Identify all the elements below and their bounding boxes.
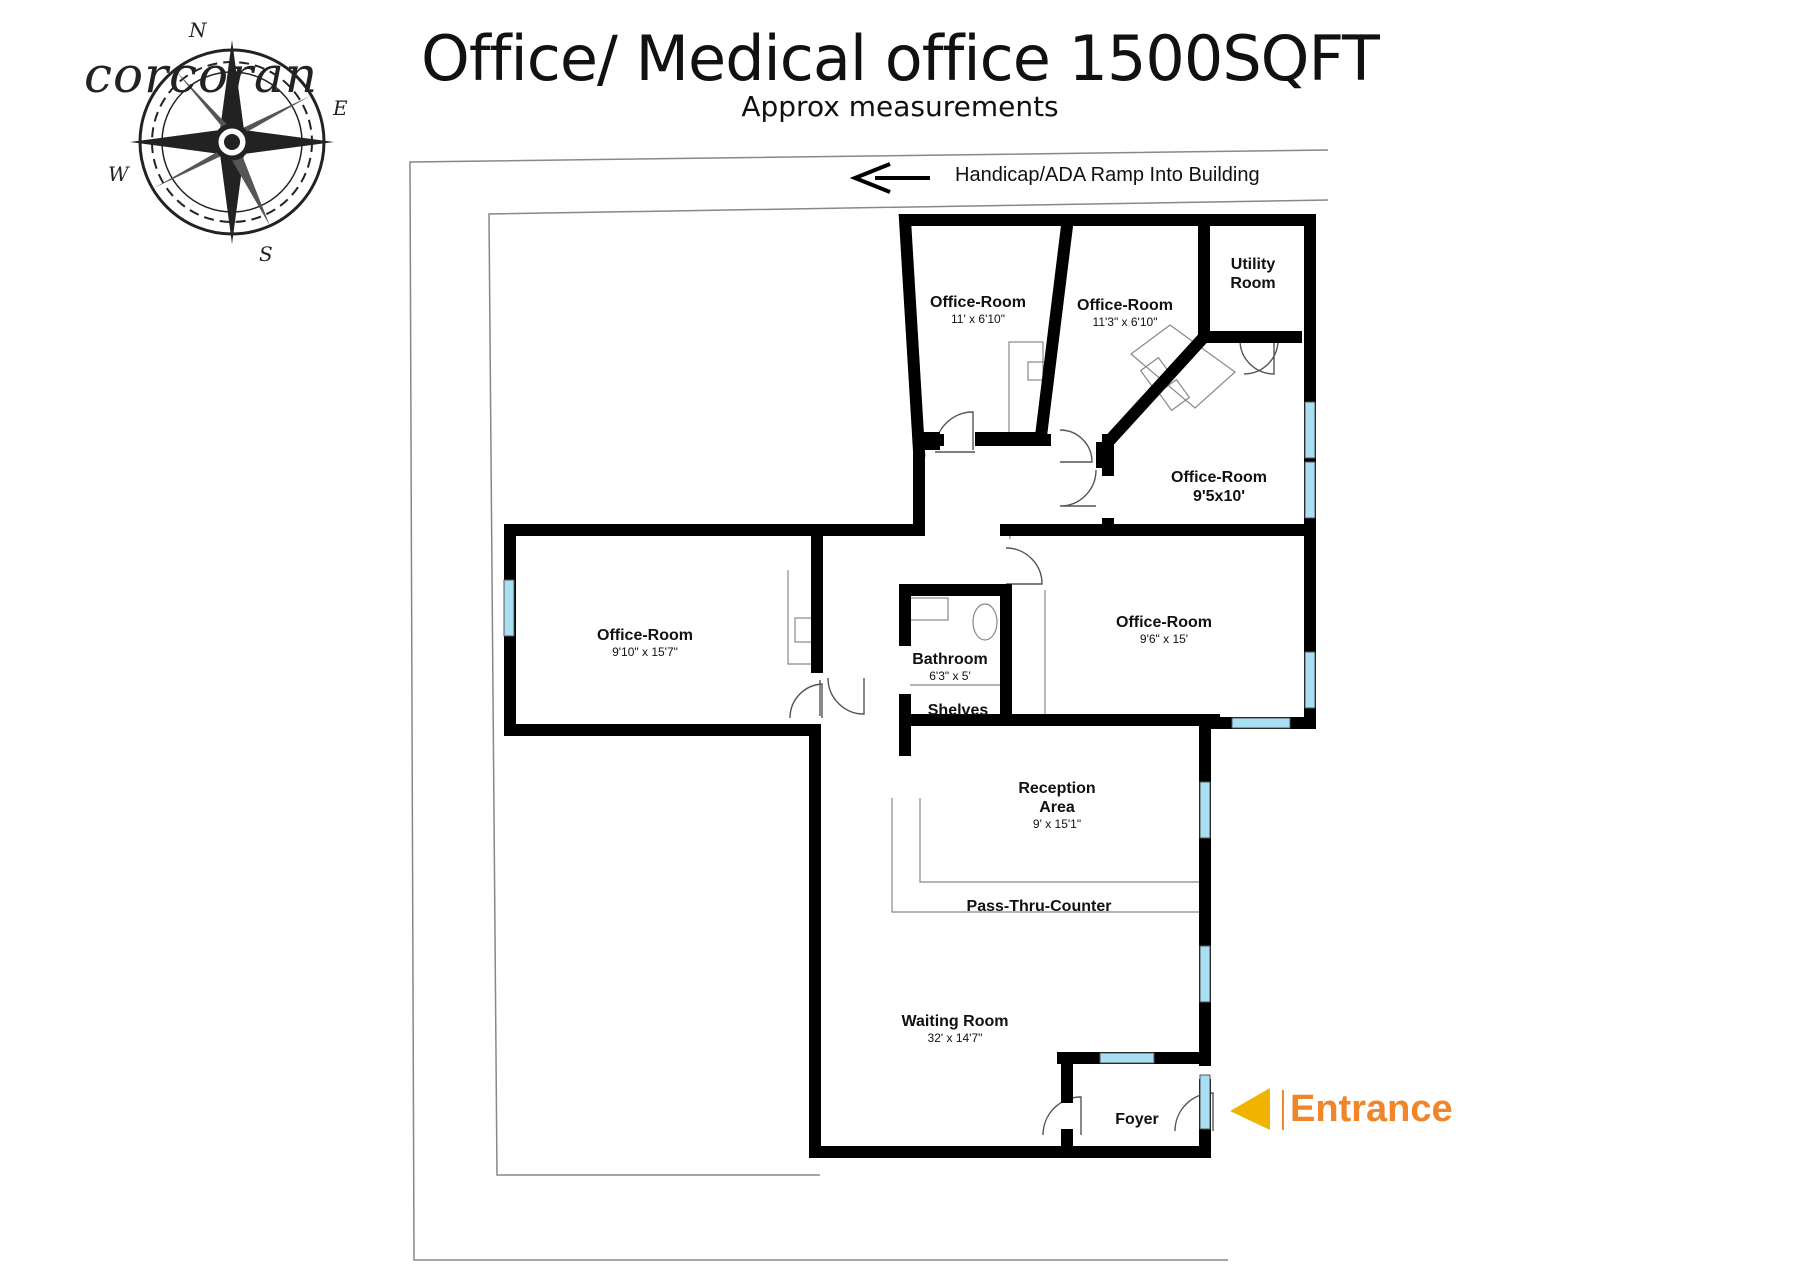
room-office-1: Office-Room 11' x 6'10"	[930, 293, 1026, 327]
compass-rose-icon	[130, 40, 334, 244]
compass-east-label: E	[333, 96, 348, 120]
page-subtitle: Approx measurements	[741, 90, 1059, 123]
room-name: Office-Room	[1116, 614, 1212, 631]
room-dims: 11'3" x 6'10"	[1092, 315, 1158, 330]
door-swings	[789, 339, 1279, 1136]
ramp-label: Handicap/ADA Ramp Into Building	[955, 164, 1260, 186]
pass-thru-counter: Pass-Thru-Counter	[967, 897, 1112, 916]
room-name: Office-Room	[930, 294, 1026, 311]
site-boundary	[409, 149, 1329, 1261]
room-dims: 9'5x10'	[1192, 488, 1246, 506]
room-dims: 32' x 14'7"	[927, 1031, 983, 1046]
room-name: Waiting Room	[901, 1013, 1009, 1030]
room-dims: 6'3" x 5'	[929, 669, 971, 684]
room-dims: 11' x 6'10"	[951, 312, 1005, 327]
room-name: Utility Room	[1230, 256, 1276, 293]
room-office-4: Office-Room 9'10" x 15'7"	[597, 626, 693, 660]
room-waiting: Waiting Room 32' x 14'7"	[900, 1012, 1010, 1046]
room-office-3: Office-Room 9'5x10'	[1171, 468, 1267, 506]
room-reception: Reception Area 9' x 15'1"	[1002, 779, 1112, 832]
room-name: Office-Room	[1171, 469, 1267, 486]
room-utility: Utility Room	[1223, 255, 1283, 293]
room-dims: 9'10" x 15'7"	[612, 645, 678, 660]
ramp-arrow-icon	[849, 162, 930, 194]
room-dims: 9' x 15'1"	[1032, 817, 1082, 832]
room-name: Shelves	[927, 702, 989, 719]
room-name: Office-Room	[597, 627, 693, 644]
room-name: Office-Room	[1077, 297, 1173, 314]
room-foyer: Foyer	[1115, 1110, 1159, 1129]
room-office-2: Office-Room 11'3" x 6'10"	[1077, 296, 1173, 330]
compass-north-label: N	[189, 18, 207, 42]
room-shelves: Shelves	[928, 701, 988, 720]
page-title: Office/ Medical office 1500SQFT	[421, 22, 1380, 95]
room-bathroom: Bathroom 6'3" x 5'	[912, 650, 988, 684]
room-name: Reception Area	[1018, 780, 1096, 817]
room-name: Bathroom	[912, 651, 988, 668]
windows	[503, 401, 1316, 1130]
room-name: Pass-Thru-Counter	[966, 898, 1112, 915]
room-name: Foyer	[1115, 1111, 1159, 1128]
room-office-5: Office-Room 9'6" x 15'	[1116, 613, 1212, 647]
compass-west-label: W	[108, 162, 129, 186]
corcoran-logo: corcoran	[84, 46, 319, 104]
room-dims: 9'6" x 15'	[1139, 632, 1189, 647]
entrance-label: Entrance	[1290, 1088, 1453, 1130]
compass-south-label: S	[259, 242, 273, 266]
entrance-arrow-icon	[1230, 1088, 1270, 1130]
